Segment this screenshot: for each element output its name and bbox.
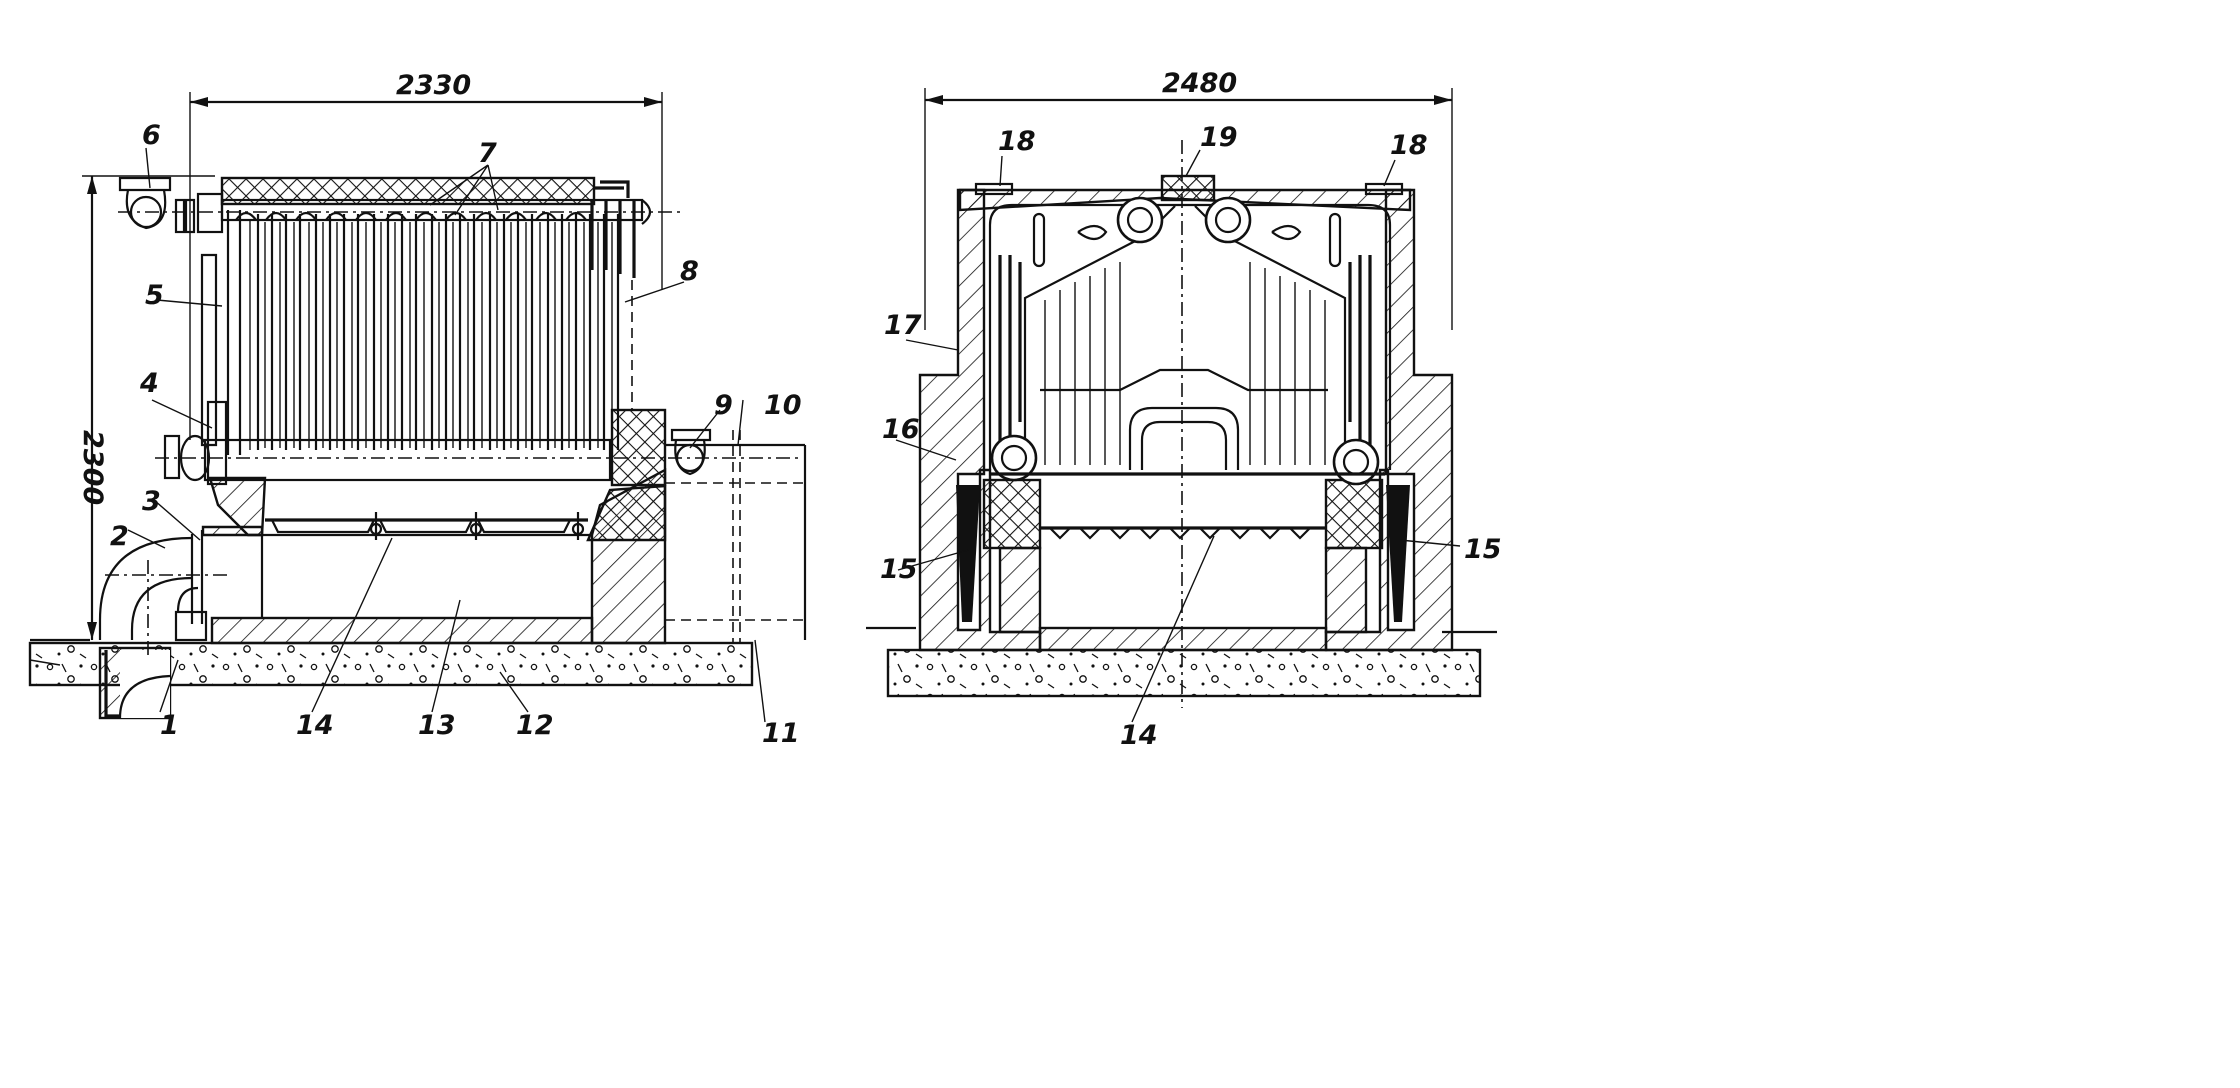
end-leader-lines [895,149,1461,723]
callout-front-9: 9 [714,390,733,421]
front-callouts: 1 2 3 4 5 6 7 8 9 10 11 12 13 14 [110,120,802,749]
end-callouts: 14 15 15 16 17 18 18 19 [880,122,1502,751]
callout-front-5: 5 [145,280,164,311]
elbow-pipe [98,530,230,720]
boiler-section-end [988,140,1392,708]
top-header [118,176,680,234]
callout-front-2: 2 [110,521,129,552]
cover-slab [958,174,1412,212]
callout-front-11: 11 [762,718,800,749]
dimension-width-end: 2480 [924,68,1453,330]
dimension-width-front: 2330 [189,70,663,440]
grate [265,512,588,540]
callout-end-14: 14 [1120,720,1158,751]
front-leader-lines [127,147,766,723]
bottom-header [155,400,800,486]
callout-end-17: 17 [884,310,922,341]
end-grate [1040,526,1326,540]
callout-front-1: 1 [160,710,179,741]
dimension-label-width: 2330 [396,70,471,101]
callout-front-4: 4 [139,368,159,399]
front-view: 2330 2300 [28,70,807,749]
callout-end-19: 19 [1200,122,1238,153]
dimension-label-height: 2300 [77,430,108,505]
callout-front-8: 8 [680,256,699,287]
callout-end-15-left: 15 [880,554,918,585]
radiator-sections [200,200,636,455]
foundation-slab [28,408,754,687]
callout-front-10: 10 [764,390,802,421]
callout-end-18-right: 18 [1390,130,1428,161]
callout-front-7: 7 [478,138,497,169]
callout-front-14: 14 [296,710,334,741]
callout-front-3: 3 [142,486,161,517]
flue-duct [665,428,807,644]
callout-end-15-right: 15 [1464,534,1502,565]
callout-front-13: 13 [418,710,456,741]
callout-end-16: 16 [882,414,920,445]
dimension-label-end-width: 2480 [1162,68,1237,99]
callout-front-12: 12 [516,710,554,741]
callout-front-6: 6 [142,120,161,151]
callout-end-18-left: 18 [998,126,1036,157]
end-foundation-slab [886,648,1482,698]
dimension-height-front: 2300 [77,175,215,640]
ash-pit [201,476,592,618]
end-view: 2480 [866,68,1502,751]
